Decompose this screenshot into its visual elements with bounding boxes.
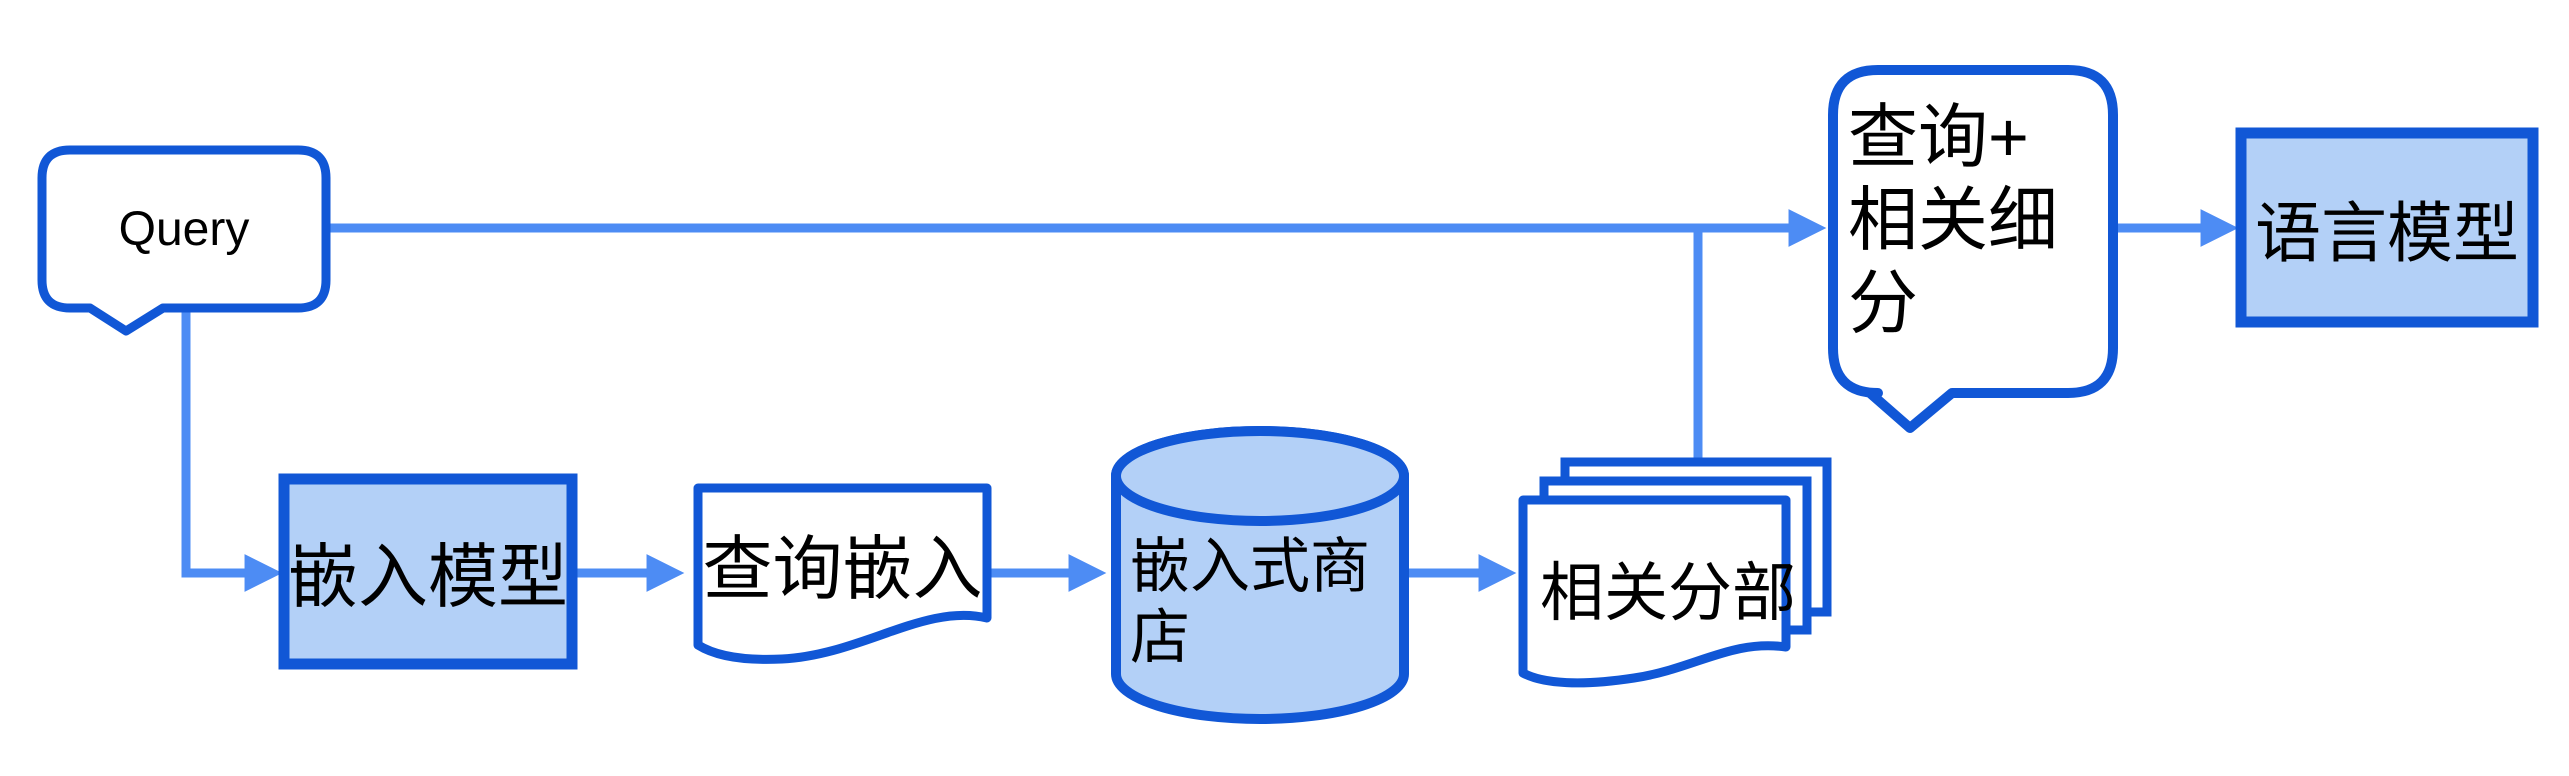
query-embedding-node-shape bbox=[693, 483, 992, 664]
embedding-model-node-shape bbox=[278, 473, 578, 670]
relevant-sections-node-shape bbox=[1518, 495, 1791, 688]
language-model-node-shape bbox=[2235, 127, 2539, 328]
query-node-shape bbox=[37, 145, 331, 336]
arrow-query-to-embedding-model bbox=[181, 308, 283, 592]
vector-store-node-top bbox=[1111, 426, 1409, 526]
query-plus-segments-node-shape bbox=[1828, 65, 2118, 433]
